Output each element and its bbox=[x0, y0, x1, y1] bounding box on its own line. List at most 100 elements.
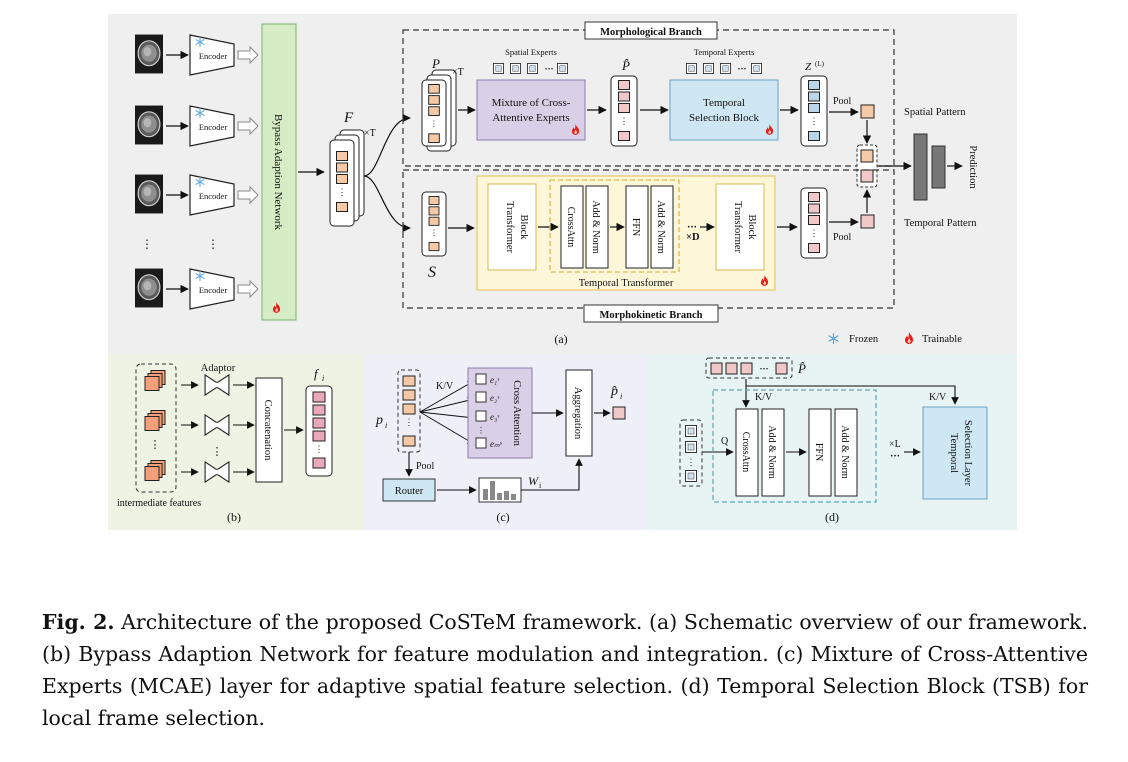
ffn-block-d: FFN bbox=[808, 408, 832, 497]
svg-text:···: ··· bbox=[544, 64, 553, 74]
cross-attn-block: CrossAttn bbox=[560, 185, 584, 269]
svg-text:⋮: ⋮ bbox=[477, 426, 485, 435]
transformer-label: Block bbox=[518, 214, 529, 240]
add-norm-label-d: Add & Norm bbox=[766, 425, 777, 479]
temporal-transformer-label: Temporal Transformer bbox=[579, 278, 674, 289]
temporal-pooled-token bbox=[860, 214, 875, 229]
bypass-adaption-network: Bypass Adaption Network bbox=[261, 23, 297, 321]
add-norm-label: Add & Norm bbox=[655, 200, 666, 254]
morphokinetic-branch-title: Morphokinetic Branch bbox=[600, 310, 703, 321]
encoder-1: Encoder bbox=[189, 34, 235, 76]
mcae-block: Mixture of Cross- Attentive Experts bbox=[476, 79, 586, 141]
aggregation-label: Aggregation bbox=[572, 387, 583, 440]
p-hat-i-symbol: p̂ bbox=[610, 384, 618, 399]
encoder-label: Encoder bbox=[199, 122, 227, 132]
W-i-symbol: W bbox=[528, 474, 539, 488]
temporal-experts-row: ··· bbox=[686, 63, 762, 74]
router-block: Router bbox=[382, 478, 436, 502]
expert-eM: eₘˢ bbox=[475, 437, 503, 449]
tsl-label-2: Selection Layer bbox=[962, 420, 973, 487]
svg-text:⋮: ⋮ bbox=[405, 417, 414, 427]
add-norm-block-1: Add & Norm bbox=[585, 185, 609, 269]
adaptor-label: Adaptor bbox=[201, 363, 236, 374]
pool-label-bottom: Pool bbox=[833, 232, 852, 243]
tsb-block: Temporal Selection Block bbox=[669, 79, 779, 141]
ffn-label-d: FFN bbox=[813, 443, 824, 461]
spatial-pooled-token bbox=[860, 104, 875, 119]
svg-text:···: ··· bbox=[687, 222, 697, 233]
output-vector-f-i: ⋮ bbox=[305, 385, 333, 477]
expert-e3: e₃ˢ bbox=[475, 410, 500, 422]
intermediate-features-box bbox=[135, 363, 177, 493]
encoder-3: Encoder bbox=[189, 174, 235, 216]
panel-d-label: (d) bbox=[825, 510, 839, 524]
S-symbol: S bbox=[428, 264, 436, 281]
cross-attention-label: Cross Attention bbox=[511, 380, 522, 446]
feature-stack-3 bbox=[144, 460, 166, 481]
costem-architecture-figure: ⋮ ⋮ ⋮ bbox=[108, 14, 1017, 530]
svg-text:⋮: ⋮ bbox=[315, 444, 324, 454]
embryo-frame-3 bbox=[135, 173, 163, 215]
panel-c-label: (c) bbox=[496, 510, 509, 524]
combined-feature-vector bbox=[856, 144, 878, 188]
mcae-label-1: Mixture of Cross- bbox=[492, 97, 571, 109]
P-symbol: P bbox=[431, 56, 440, 71]
Z-symbol: Z bbox=[805, 61, 812, 73]
embryo-frame-1 bbox=[135, 33, 163, 75]
token-stack-P bbox=[421, 69, 457, 152]
transformer-label: Transformer bbox=[732, 201, 743, 254]
svg-text:⋮: ⋮ bbox=[687, 457, 696, 467]
temporal-selection-layer: Temporal Selection Layer bbox=[922, 406, 988, 500]
concatenation-block: Concatenation bbox=[255, 377, 283, 483]
cross-attn-label-d: CrossAttn bbox=[740, 432, 751, 473]
encoders-ellipsis: ⋮ bbox=[207, 237, 219, 251]
expert-label: e₃ˢ bbox=[490, 412, 500, 422]
add-norm-block-d2: Add & Norm bbox=[834, 408, 858, 497]
P-times-T: ×T bbox=[452, 67, 464, 78]
add-norm-label: Add & Norm bbox=[590, 200, 601, 254]
token-stack-Z bbox=[800, 75, 828, 147]
feature-stack-2 bbox=[144, 410, 166, 431]
morphological-branch-title: Morphological Branch bbox=[600, 27, 702, 38]
pool-label-top: Pool bbox=[833, 96, 852, 107]
f-i-symbol: f bbox=[314, 366, 320, 381]
feature-stack-F bbox=[329, 129, 365, 227]
tsb-label-2: Selection Block bbox=[689, 112, 759, 124]
figure-caption: Fig. 2. Architecture of the proposed CoS… bbox=[42, 606, 1088, 734]
token-stack-temporal-output bbox=[800, 187, 828, 259]
svg-text:···: ··· bbox=[759, 364, 768, 374]
encoder-2: Encoder bbox=[189, 105, 235, 147]
cross-attn-block-d: CrossAttn bbox=[735, 408, 759, 497]
times-L-label: ×L bbox=[889, 439, 901, 450]
p-i-symbol: p bbox=[375, 413, 383, 428]
expert-label: e₂ˢ bbox=[490, 393, 500, 403]
q-label: Q bbox=[721, 436, 729, 447]
feature-stack-1 bbox=[144, 370, 166, 391]
p-hat-i-subscript: i bbox=[620, 392, 622, 401]
add-norm-block-d1: Add & Norm bbox=[761, 408, 785, 497]
transformer-block-left: Transformer Block bbox=[487, 183, 537, 271]
caption-text: Architecture of the proposed CoSTeM fram… bbox=[42, 610, 1088, 730]
legend-frozen: Frozen bbox=[849, 334, 879, 345]
transformer-block-right: Transformer Block bbox=[715, 183, 765, 271]
prediction-label: Prediction bbox=[967, 145, 978, 189]
encoder-label: Encoder bbox=[199, 191, 227, 201]
transformer-label: Block bbox=[746, 214, 757, 240]
adaptor-ellipsis: ⋮ bbox=[212, 446, 223, 458]
mcae-label-2: Attentive Experts bbox=[492, 112, 569, 124]
tsl-label-1: Temporal bbox=[948, 433, 959, 473]
expert-e2: e₂ˢ bbox=[475, 391, 500, 403]
kv-label-d2: K/V bbox=[929, 392, 947, 403]
f-i-subscript: i bbox=[322, 374, 324, 383]
encoder-label: Encoder bbox=[199, 51, 227, 61]
kv-label-d1: K/V bbox=[755, 392, 773, 403]
cross-attn-label: CrossAttn bbox=[565, 207, 576, 248]
F-symbol: F bbox=[343, 110, 354, 126]
add-norm-label-d: Add & Norm bbox=[839, 425, 850, 479]
expert-label: eₘˢ bbox=[490, 439, 503, 449]
aggregation-block: Aggregation bbox=[565, 369, 593, 457]
kv-label-c: K/V bbox=[436, 381, 454, 392]
Z-superscript: (L) bbox=[815, 60, 825, 68]
expert-label: e₁ˢ bbox=[490, 375, 500, 385]
token-stack-P-hat bbox=[610, 75, 638, 147]
